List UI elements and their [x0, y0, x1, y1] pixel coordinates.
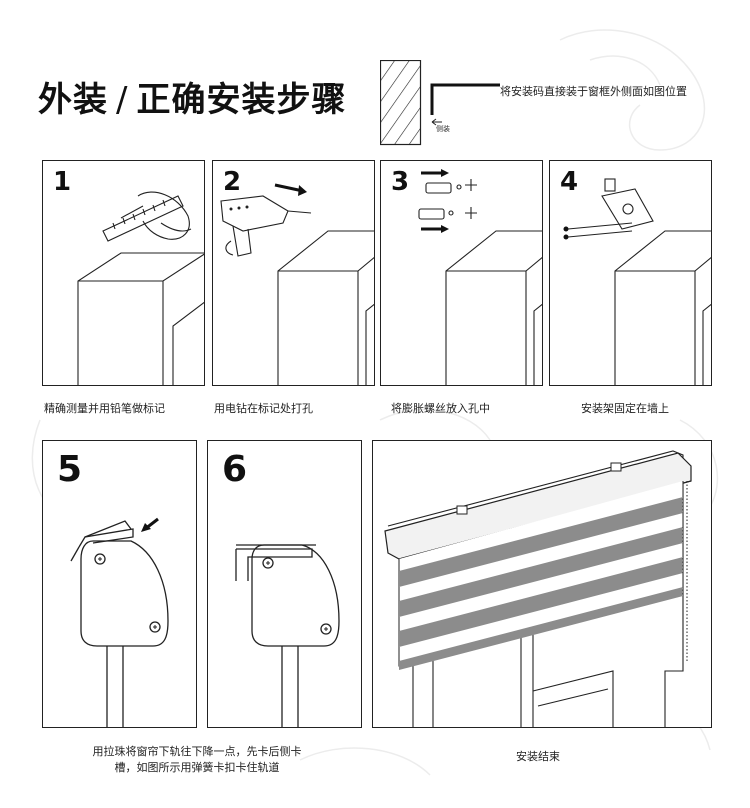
step-4-panel: 4: [549, 160, 712, 386]
step-4-caption: 安装架固定在墙上: [581, 402, 669, 415]
step-2-panel: 2: [212, 160, 375, 386]
step-3-diagram: [418, 169, 542, 385]
page-title: 外装/正确安装步骤: [38, 80, 347, 120]
step-4-number: 4: [560, 167, 579, 197]
final-diagram: [384, 450, 692, 727]
step-4-diagram: [563, 178, 711, 385]
step-1-panel: 1: [42, 160, 205, 386]
wall-hatch-icon: [380, 60, 422, 146]
step-2-caption: 用电钻在标记处打孔: [214, 402, 313, 415]
step-3-panel: 3: [380, 160, 543, 386]
step-1-number: 1: [53, 167, 72, 197]
step-1-diagram: [77, 191, 204, 385]
step-5-caption-line-1: 用拉珠将窗帘下轨往下降一点，先卡后侧卡: [92, 745, 302, 758]
step-6-panel: 6: [207, 440, 362, 728]
final-panel: [372, 440, 712, 728]
side-mount-label: 侧装: [436, 125, 450, 133]
step-6-diagram: [235, 544, 340, 727]
arrow-left-icon: [431, 118, 442, 126]
final-caption: 安装结束: [516, 750, 560, 763]
step-5-diagram: [70, 517, 169, 727]
step-2-diagram: [220, 183, 374, 385]
step-1-caption: 精确测量并用铅笔做标记: [44, 402, 165, 415]
step-3-number: 3: [391, 167, 410, 197]
step-2-number: 2: [223, 167, 242, 197]
step-5-caption: 用拉珠将窗帘下轨往下降一点，先卡后侧卡 槽，如图所示用弹簧卡扣卡住轨道: [42, 743, 352, 775]
step-5-panel: 5: [42, 440, 197, 728]
install-note: 将安装码直接装于窗框外侧面如图位置: [500, 85, 687, 98]
legend-diagram: [380, 60, 500, 146]
step-5-number: 5: [57, 449, 83, 490]
step-6-number: 6: [222, 449, 248, 490]
step-3-caption: 将膨胀螺丝放入孔中: [391, 402, 490, 415]
step-5-caption-line-2: 槽，如图所示用弹簧卡扣卡住轨道: [114, 761, 280, 774]
bracket-icon: [430, 83, 500, 115]
